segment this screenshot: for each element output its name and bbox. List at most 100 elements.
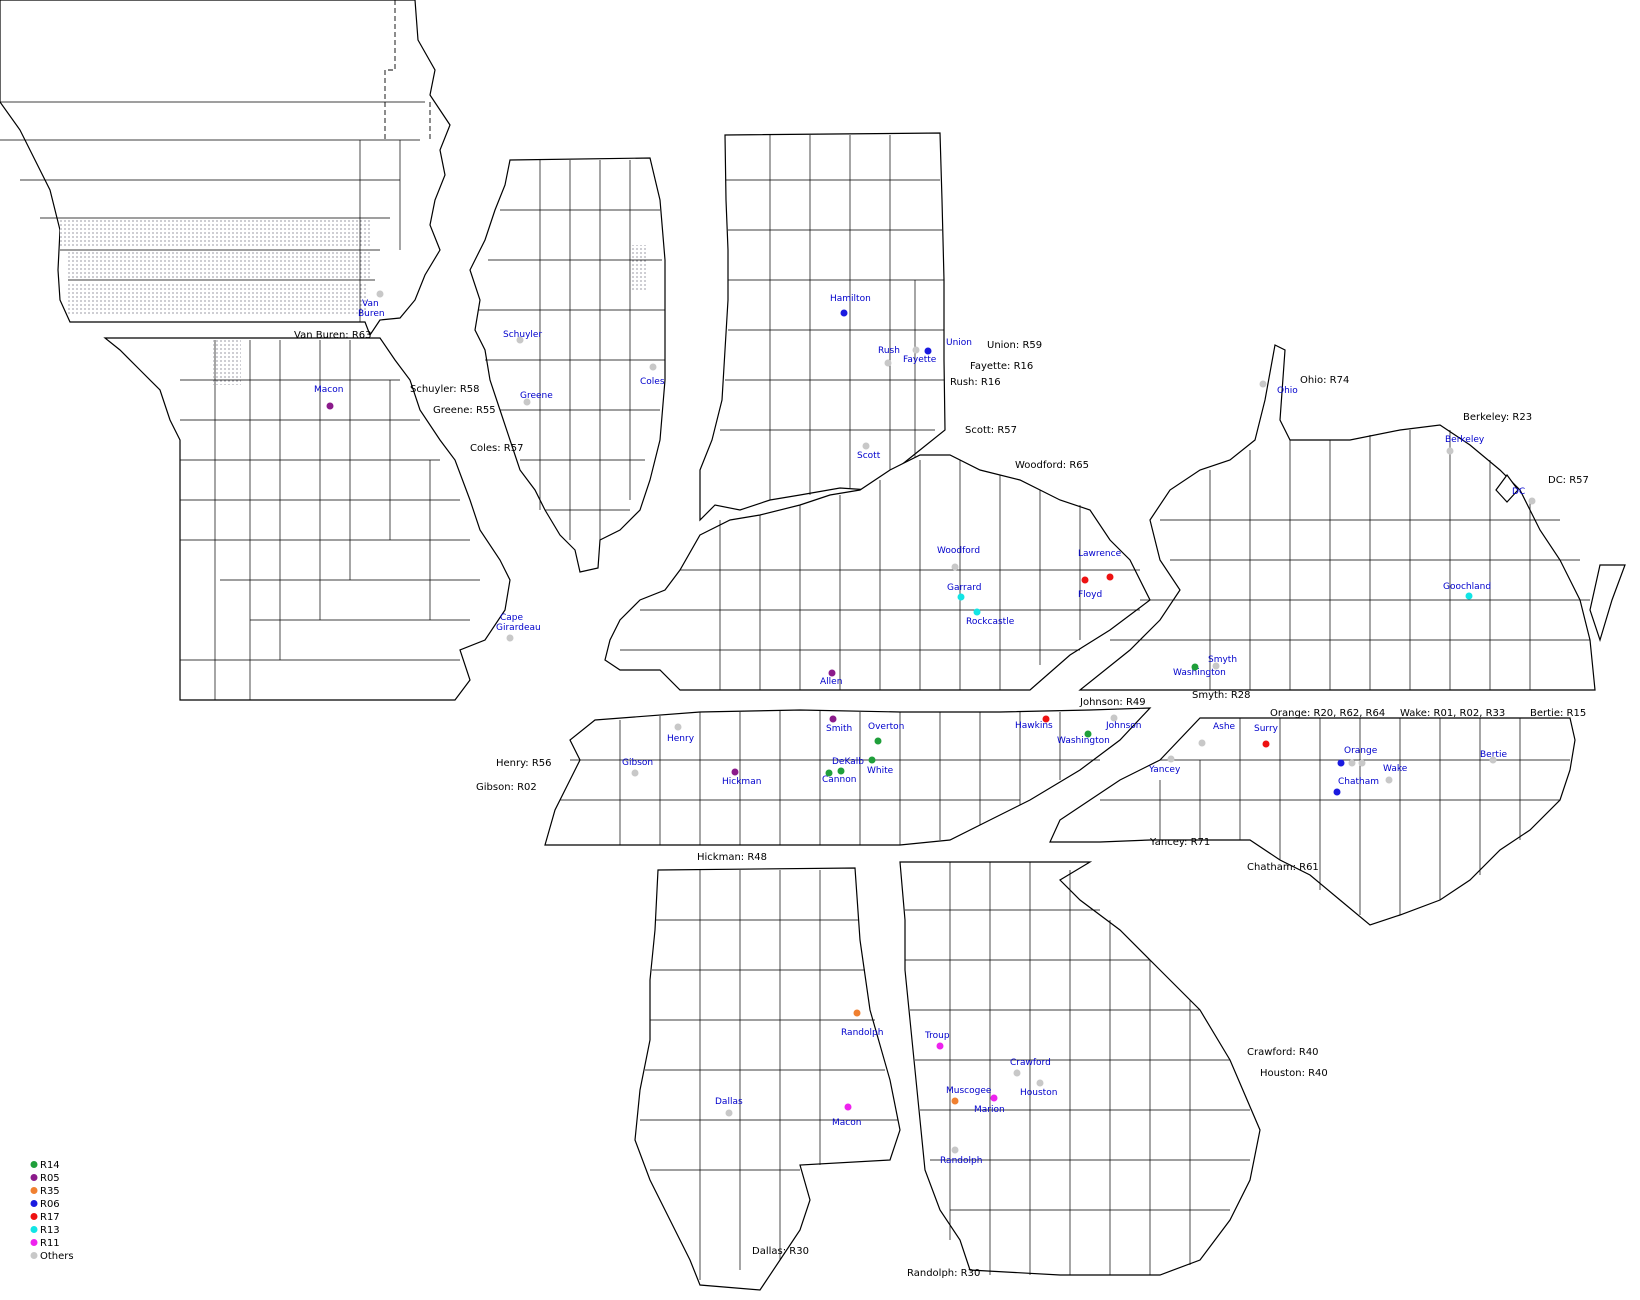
annotation-labels: Van Buren: R63 Schuyler: R58 Greene: R55… <box>294 330 1589 1279</box>
county-label-gibson: Gibson <box>622 758 653 768</box>
point-bertie <box>1489 756 1497 764</box>
county-label-chatham: Chatham <box>1338 777 1379 787</box>
point-wake <box>1385 776 1393 784</box>
point-orange-3 <box>1358 759 1366 767</box>
county-label-garrard: Garrard <box>947 583 982 593</box>
annotation-ohio: Ohio: R74 <box>1300 375 1349 386</box>
county-label-ashe: Ashe <box>1213 722 1236 732</box>
alabama-state <box>634 867 901 1291</box>
county-label-cape-1: Cape <box>500 613 524 623</box>
county-label-cape-2: Girardeau <box>496 623 541 633</box>
annotation-schuyler: Schuyler: R58 <box>410 384 480 395</box>
county-label-hickman: Hickman <box>722 777 761 787</box>
point-ohio <box>1259 380 1267 388</box>
county-label-dekalb: DeKalb <box>832 757 864 767</box>
point-overton <box>874 737 882 745</box>
point-woodford <box>951 563 959 571</box>
point-union <box>924 347 932 355</box>
annotation-yancey: Yancey: R71 <box>1149 837 1210 848</box>
county-label-randolph-al: Randolph <box>841 1028 883 1038</box>
annotation-union: Union: R59 <box>987 340 1042 351</box>
county-label-washington-va: Washington <box>1173 668 1226 678</box>
county-label-goochland: Goochland <box>1443 582 1491 592</box>
legend-label-r05: R05 <box>40 1173 60 1184</box>
county-label-ohio: Ohio <box>1277 386 1298 396</box>
point-scott <box>862 442 870 450</box>
legend-dot-r13 <box>30 1226 38 1233</box>
point-lawrence <box>1106 573 1114 581</box>
point-fayette <box>912 346 920 354</box>
indiana-state <box>699 132 946 522</box>
point-macon-al <box>844 1103 852 1111</box>
county-label-yancey: Yancey <box>1148 765 1181 775</box>
point-johnson <box>1110 714 1118 722</box>
georgia-state <box>899 861 1261 1276</box>
point-chatham <box>1333 788 1341 796</box>
annotation-dallas: Dallas: R30 <box>752 1246 809 1257</box>
county-label-bertie: Bertie <box>1480 750 1507 760</box>
point-orange-2 <box>1348 759 1356 767</box>
point-randolph-ga <box>951 1146 959 1154</box>
county-label-randolph-ga: Randolph <box>940 1156 982 1166</box>
point-berkeley <box>1446 447 1454 455</box>
point-hawkins <box>1042 715 1050 723</box>
point-floyd <box>1081 576 1089 584</box>
county-label-vanburen-2: Buren <box>358 309 385 319</box>
point-dekalb <box>837 767 845 775</box>
annotation-vanburen: Van Buren: R63 <box>294 330 372 341</box>
county-label-smyth: Smyth <box>1208 655 1237 665</box>
virginia-wv-state <box>1078 344 1626 691</box>
point-henry <box>674 723 682 731</box>
annotation-scott: Scott: R57 <box>965 425 1017 436</box>
point-surry <box>1262 740 1270 748</box>
annotation-johnson: Johnson: R49 <box>1079 697 1146 708</box>
illinois-state <box>469 157 666 573</box>
annotation-woodford: Woodford: R65 <box>1015 460 1089 471</box>
point-rockcastle <box>973 608 981 616</box>
legend-label-r17: R17 <box>40 1212 60 1223</box>
legend-label-r13: R13 <box>40 1225 60 1236</box>
county-label-rockcastle: Rockcastle <box>966 617 1015 627</box>
legend-dot-r17 <box>30 1213 38 1220</box>
county-label-rush: Rush <box>878 346 900 356</box>
county-label-woodford: Woodford <box>937 546 980 556</box>
point-vanburen <box>376 290 384 298</box>
point-coles <box>649 363 657 371</box>
county-label-vanburen-1: Van <box>362 299 379 309</box>
missouri-state <box>103 337 511 701</box>
point-troup <box>936 1042 944 1050</box>
annotation-berkeley: Berkeley: R23 <box>1463 412 1532 423</box>
county-label-macon-mo: Macon <box>314 385 343 395</box>
kentucky-state <box>604 454 1151 691</box>
county-label-lawrence: Lawrence <box>1078 549 1122 559</box>
legend-label-r35: R35 <box>40 1186 60 1197</box>
county-label-muscogee: Muscogee <box>946 1086 992 1096</box>
county-label-surry: Surry <box>1254 724 1279 734</box>
point-hamilton <box>840 309 848 317</box>
point-macon-mo <box>326 402 334 410</box>
county-label-berkeley: Berkeley <box>1445 435 1485 445</box>
point-marion <box>990 1094 998 1102</box>
annotation-houston: Houston: R40 <box>1260 1068 1328 1079</box>
annotation-randolph: Randolph: R30 <box>907 1268 980 1279</box>
annotation-gibson: Gibson: R02 <box>476 782 537 793</box>
county-label-greene: Greene <box>520 391 553 401</box>
county-label-union: Union <box>946 338 972 348</box>
annotation-bertie: Bertie: R15 <box>1530 708 1586 719</box>
point-washington-tn <box>1084 730 1092 738</box>
point-crawford <box>1013 1069 1021 1077</box>
county-label-dc: DC <box>1512 487 1525 497</box>
point-greene <box>523 398 531 406</box>
annotation-orange: Orange: R20, R62, R64 <box>1270 708 1385 719</box>
legend-dot-others <box>30 1252 38 1259</box>
county-label-coles: Coles <box>640 377 665 387</box>
county-label-henry: Henry <box>667 734 695 744</box>
legend-label-others: Others <box>40 1251 74 1262</box>
annotation-hickman: Hickman: R48 <box>697 852 767 863</box>
point-houston <box>1036 1079 1044 1087</box>
point-yancey <box>1167 755 1175 763</box>
point-randolph-al <box>853 1009 861 1017</box>
point-allen <box>828 669 836 677</box>
